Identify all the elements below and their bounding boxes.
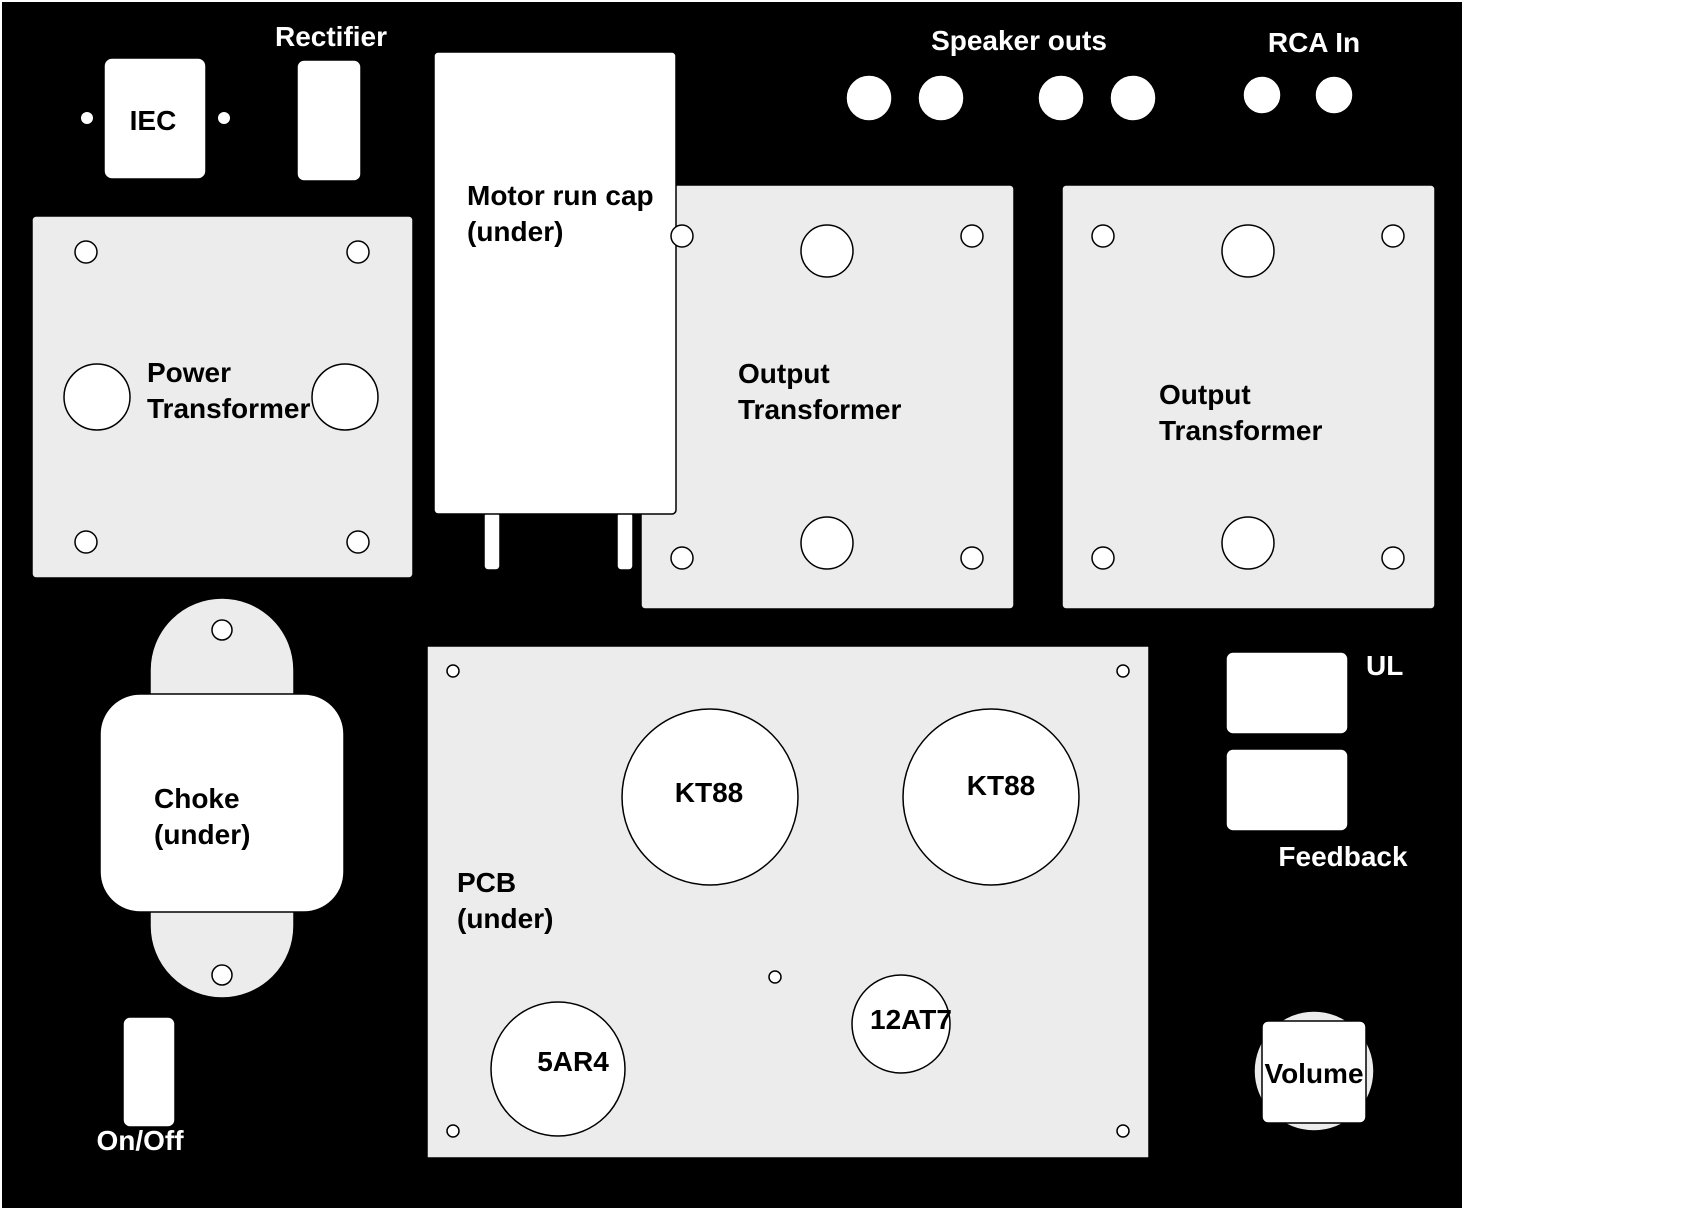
motor-cap-leg-right	[616, 511, 634, 571]
output-transformer-right-label-line2: Transformer	[1159, 415, 1322, 446]
tube-socket-5ar4	[490, 1001, 626, 1137]
motor-cap-body	[433, 51, 677, 515]
choke-label-line2: (under)	[154, 819, 250, 850]
pcb: PCB (under) KT88 KT88 12AT7 5AR4	[426, 645, 1150, 1159]
feedback-switch: Feedback	[1225, 748, 1408, 872]
speaker-terminal	[917, 74, 965, 122]
pcb-label-line2: (under)	[457, 903, 553, 934]
rca-in-label: RCA In	[1268, 27, 1360, 58]
tube-socket-kt88-right	[902, 708, 1080, 886]
pcb-mount-hole	[1116, 1124, 1130, 1138]
mount-hole	[960, 224, 984, 248]
choke-label-line1: Choke	[154, 783, 240, 814]
feedback-switch-body	[1225, 748, 1349, 832]
mount-hole	[1381, 546, 1405, 570]
output-transformer-left-label-line2: Transformer	[738, 394, 901, 425]
power-switch-body	[122, 1016, 176, 1128]
volume-control: Volume	[1253, 1010, 1375, 1132]
power-transformer-plate	[31, 215, 414, 579]
wire-grommet	[1221, 224, 1275, 278]
iec-screw-left	[81, 112, 93, 124]
choke: Choke (under)	[99, 597, 345, 999]
speaker-terminal	[845, 74, 893, 122]
motor-cap-leg-left	[483, 511, 501, 571]
iec-label: IEC	[130, 105, 177, 136]
speaker-outs: Speaker outs	[845, 25, 1157, 122]
tube-socket-12at7	[851, 974, 951, 1074]
output-transformer-right: Output Transformer	[1061, 184, 1436, 610]
tube-12at7-label: 12AT7	[870, 1004, 952, 1035]
choke-bottom-tab	[149, 899, 295, 999]
rca-jack	[1314, 75, 1354, 115]
tube-kt88-left-label: KT88	[675, 777, 743, 808]
rectifier-body	[296, 59, 362, 182]
output-transformer-left-label-line1: Output	[738, 358, 830, 389]
mount-hole	[1381, 224, 1405, 248]
ul-switch: UL	[1225, 650, 1403, 735]
tube-kt88-right-label: KT88	[967, 770, 1035, 801]
tube-socket-kt88-left	[621, 708, 799, 886]
tube-5ar4-label: 5AR4	[537, 1046, 609, 1077]
motor-cap-label-line1: Motor run cap	[467, 180, 654, 211]
volume-pot-body	[1261, 1020, 1367, 1124]
wire-grommet	[311, 363, 379, 431]
speaker-terminal	[1037, 74, 1085, 122]
mount-hole	[346, 240, 370, 264]
mount-hole	[670, 546, 694, 570]
pcb-label-line1: PCB	[457, 867, 516, 898]
feedback-label: Feedback	[1278, 841, 1408, 872]
iec-screw-right	[218, 112, 230, 124]
choke-body	[99, 693, 345, 913]
volume-label: Volume	[1264, 1058, 1363, 1089]
pcb-mount-hole	[446, 664, 460, 678]
choke-top-tab	[149, 597, 295, 701]
mount-hole	[211, 964, 233, 986]
motor-run-cap: Motor run cap (under)	[433, 51, 694, 571]
power-transformer: Power Transformer	[31, 215, 414, 579]
speaker-terminal	[1109, 74, 1157, 122]
rectifier-label: Rectifier	[275, 21, 387, 52]
output-transformer-plate	[1061, 184, 1436, 610]
pcb-mount-hole	[446, 1124, 460, 1138]
mount-hole	[670, 224, 694, 248]
power-transformer-label-line1: Power	[147, 357, 231, 388]
pcb-mount-hole	[768, 970, 782, 984]
mount-hole	[1091, 546, 1115, 570]
power-transformer-label-line2: Transformer	[147, 393, 310, 424]
motor-cap-label-line2: (under)	[467, 216, 563, 247]
ul-switch-body	[1225, 651, 1349, 735]
on-off-label: On/Off	[96, 1125, 184, 1156]
mount-hole	[1091, 224, 1115, 248]
speaker-outs-label: Speaker outs	[931, 25, 1107, 56]
mount-hole	[74, 240, 98, 264]
wire-grommet	[63, 363, 131, 431]
rectifier: Rectifier	[275, 21, 387, 182]
iec-socket	[103, 57, 207, 180]
wire-grommet	[1221, 516, 1275, 570]
output-transformer-right-label-line1: Output	[1159, 379, 1251, 410]
iec-inlet: IEC	[81, 57, 230, 180]
power-switch: On/Off	[96, 1016, 184, 1156]
mount-hole	[74, 530, 98, 554]
wire-grommet	[800, 224, 854, 278]
rca-jack	[1242, 75, 1282, 115]
mount-hole	[346, 530, 370, 554]
mount-hole	[211, 619, 233, 641]
rca-inputs: RCA In	[1242, 27, 1360, 115]
pcb-mount-hole	[1116, 664, 1130, 678]
output-transformer-left: Output Transformer	[640, 184, 1015, 610]
mount-hole	[960, 546, 984, 570]
wire-grommet	[800, 516, 854, 570]
ul-label: UL	[1366, 650, 1403, 681]
